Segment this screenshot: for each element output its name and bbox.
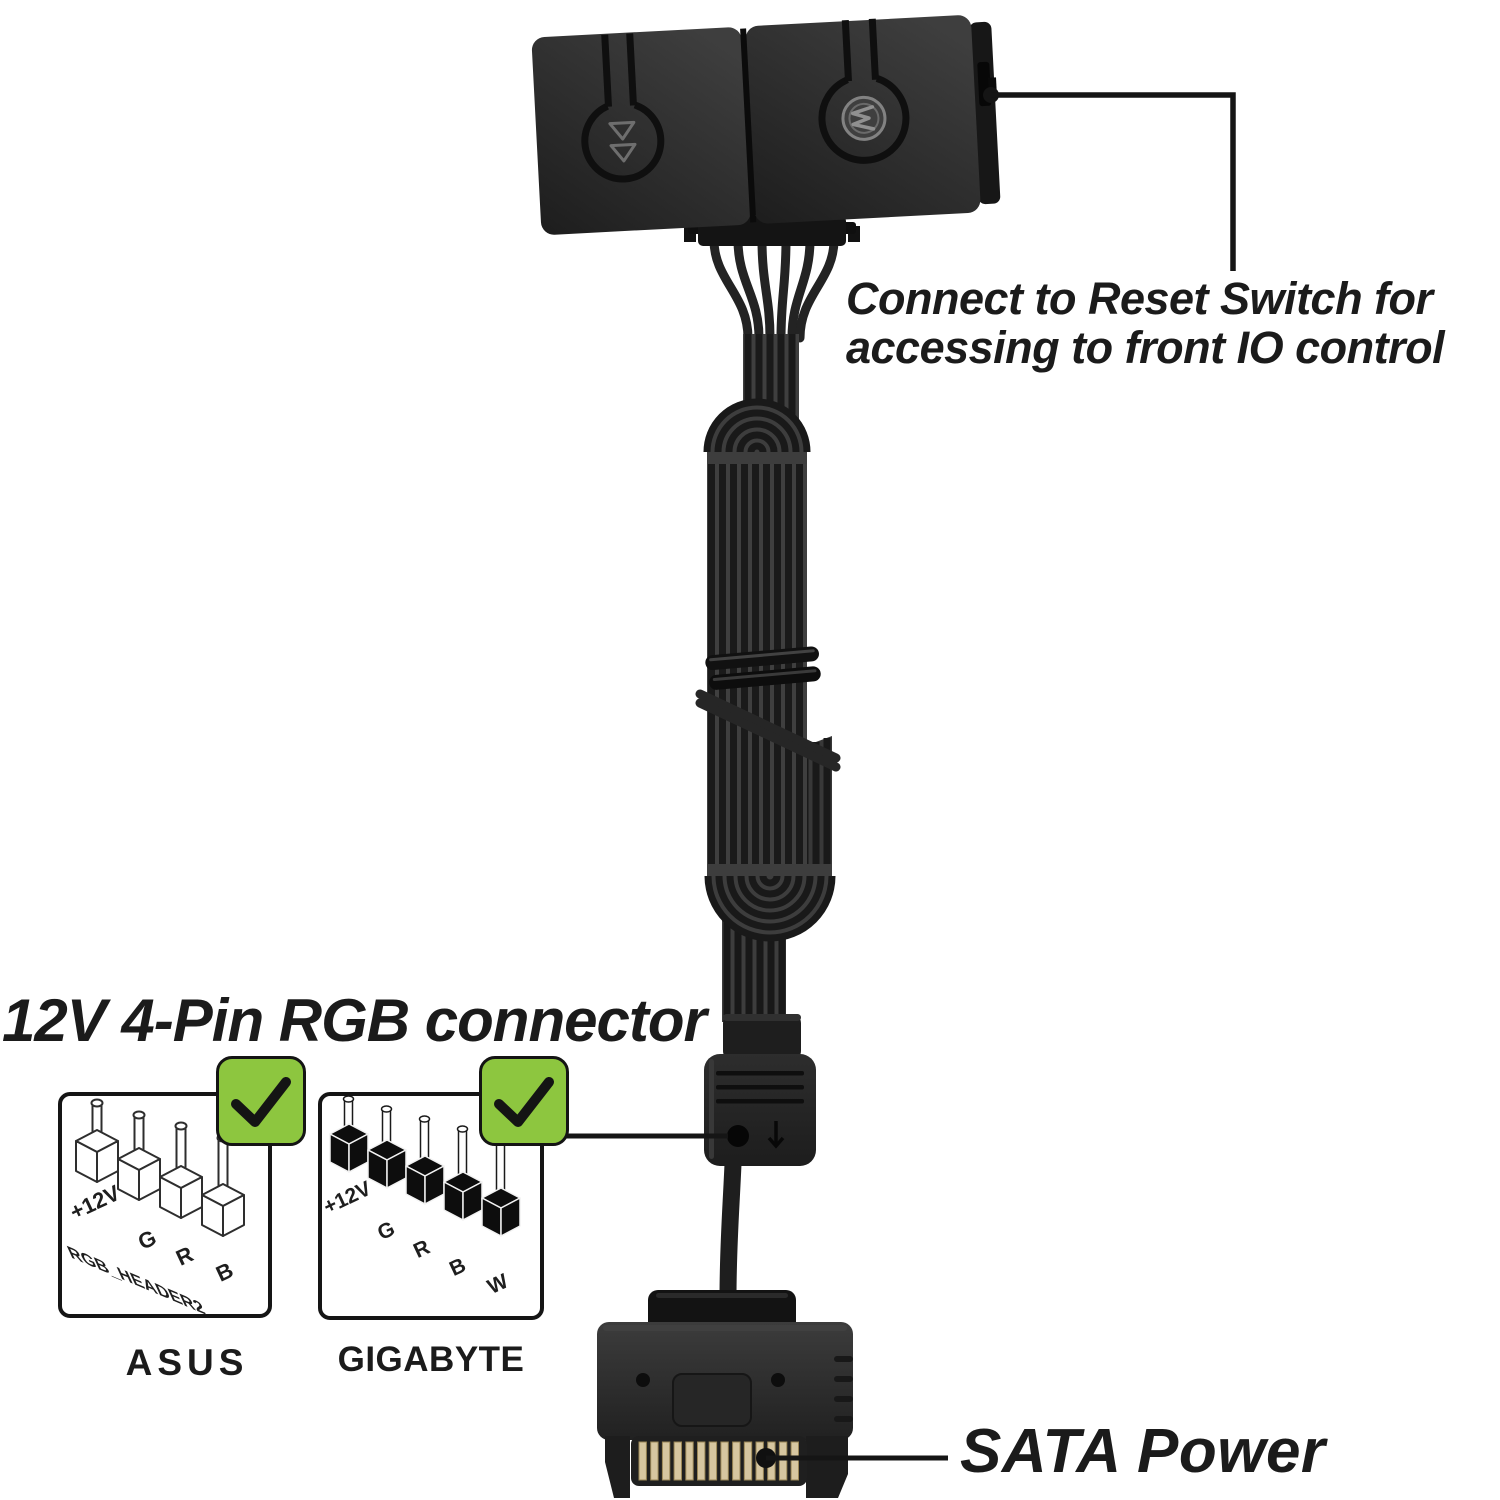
- asus-compatible-badge: [216, 1056, 306, 1146]
- reset-annotation-line2: accessing to front IO control: [846, 322, 1445, 373]
- asus-pin-4: [201, 1133, 245, 1237]
- cable-tie: [705, 646, 821, 690]
- sata-callout-line: [756, 1448, 948, 1468]
- gigabyte-pin-5: [481, 1135, 521, 1237]
- asus-pin-1: [75, 1098, 119, 1183]
- rgb-connector-title: 12V 4-Pin RGB connector: [2, 987, 707, 1054]
- checkmark-icon: [231, 1077, 291, 1127]
- gigabyte-compatible-badge: [479, 1056, 569, 1146]
- controller-device: [531, 15, 1001, 235]
- power-cable: [719, 1155, 742, 1307]
- sata-connector: [597, 1290, 853, 1498]
- ribbon-cable: [695, 334, 841, 1022]
- brand-logo-icon: [841, 95, 887, 141]
- reset-switch-annotation: Connect to Reset Switch for accessing to…: [846, 273, 1445, 373]
- wire-fan: [709, 235, 839, 343]
- pin1-hole: [727, 1125, 749, 1147]
- asus-pin-3: [159, 1121, 203, 1219]
- mode-button: [818, 18, 910, 164]
- sata-pins: [638, 1441, 799, 1481]
- gigabyte-pin-4: [443, 1125, 483, 1221]
- gigabyte-pin-2: [367, 1105, 407, 1189]
- asus-brand-label: ASUS: [125, 1342, 249, 1383]
- checkmark-icon: [494, 1077, 554, 1127]
- double-down-arrows-icon: [608, 120, 637, 163]
- asus-pin-illustration: [75, 1098, 245, 1237]
- reset-annotation-line1: Connect to Reset Switch for: [846, 273, 1433, 324]
- rgb-4pin-connector: [704, 1014, 816, 1166]
- down-arrow-icon: [767, 1121, 785, 1149]
- speed-button: [581, 33, 665, 183]
- gigabyte-brand-label: GIGABYTE: [337, 1340, 525, 1379]
- gigabyte-pin-1: [329, 1096, 369, 1173]
- asus-pin-2: [117, 1110, 161, 1201]
- reset-switch-callout-line: [983, 87, 1236, 271]
- gigabyte-pin-illustration: [329, 1096, 521, 1237]
- sata-power-label: SATA Power: [960, 1417, 1326, 1486]
- gigabyte-pin-3: [405, 1115, 445, 1205]
